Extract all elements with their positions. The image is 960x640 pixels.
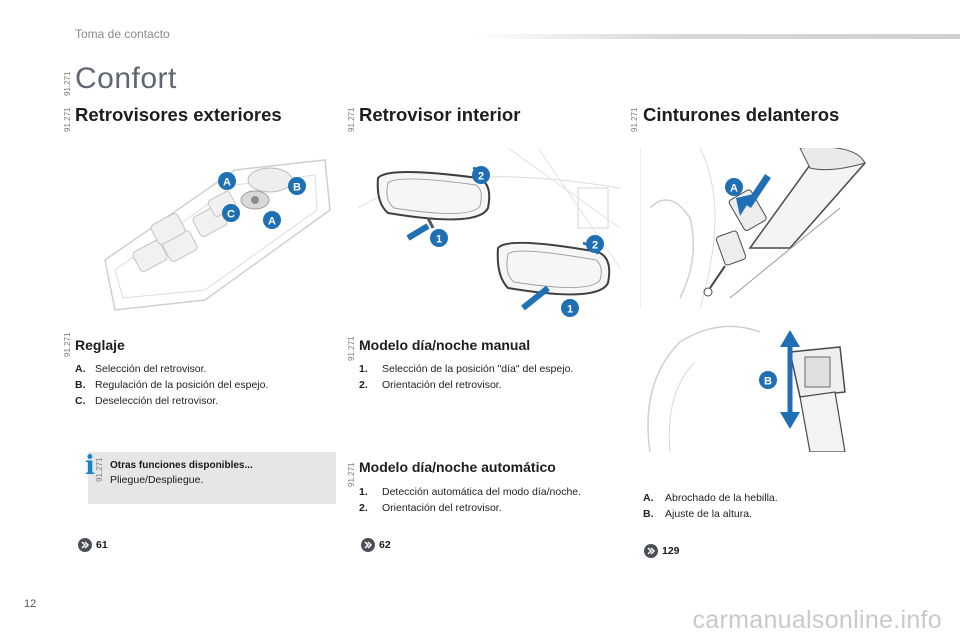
page-ref-62[interactable]: 62 <box>361 538 391 552</box>
list-item: C. Deselección del retrovisor. <box>75 393 335 409</box>
page-link-icon <box>78 538 92 552</box>
item-text: Abrochado de la hebilla. <box>665 492 778 504</box>
watermark: carmanualsonline.info <box>692 606 942 634</box>
info-text: Pliegue/Despliegue. <box>110 474 204 486</box>
callout-c-label: C <box>227 209 235 221</box>
retrovisores-callouts: A B C A <box>218 172 306 229</box>
callout-a-label: A <box>223 177 231 189</box>
item-key: A. <box>643 492 654 504</box>
list-item: A. Abrochado de la hebilla. <box>643 490 903 506</box>
callout-a: A <box>218 172 236 190</box>
manual-list: 1. Selección de la posición "día" del esp… <box>359 361 624 393</box>
item-text: Selección del retrovisor. <box>95 363 207 375</box>
callout-a-lower: A <box>263 211 281 229</box>
callout-2-label: 2 <box>478 171 484 183</box>
list-item: B. Regulación de la posición del espejo. <box>75 377 335 393</box>
callout-1-label: 1 <box>436 234 442 246</box>
retrovisores-title: Retrovisores exteriores <box>75 104 282 125</box>
callout-1: 1 <box>430 229 448 247</box>
doc-code: 91.271 <box>63 107 72 132</box>
callout-b-label: B <box>764 376 772 388</box>
callout-b: B <box>759 371 777 389</box>
callout-2-lower-label: 2 <box>592 240 598 252</box>
page-number: 12 <box>24 598 37 610</box>
reglaje-list: A. Selección del retrovisor. B. Regulación… <box>75 361 335 409</box>
info-box <box>88 452 336 504</box>
page-link-icon <box>361 538 375 552</box>
auto-list: 1. Detección automática del modo día/noch… <box>359 484 624 516</box>
callout-b-label: B <box>293 182 301 194</box>
page-ref-61[interactable]: 61 <box>78 538 108 552</box>
list-item: A. Selección del retrovisor. <box>75 361 335 377</box>
page-ref-label: 129 <box>662 545 680 557</box>
item-key: 2. <box>359 379 368 391</box>
doc-code: 91.271 <box>347 336 356 361</box>
cinturones-callouts: A B <box>725 178 777 389</box>
item-text: Ajuste de la altura. <box>665 508 752 520</box>
item-text: Detección automática del modo día/noche. <box>382 486 582 498</box>
seatbelt-buckle-illustration <box>640 148 867 308</box>
item-key: C. <box>75 395 86 407</box>
item-key: 1. <box>359 486 368 498</box>
callout-2-lower: 2 <box>586 235 604 253</box>
list-item: 1. Detección automática del modo día/noch… <box>359 484 624 500</box>
doc-code: 91.271 <box>630 107 639 132</box>
interior-mirror-illustration <box>358 148 620 311</box>
page-link-icon <box>644 544 658 558</box>
item-text: Regulación de la posición del espejo. <box>95 379 269 391</box>
item-key: B. <box>75 379 86 391</box>
interior-callouts: 2 1 2 1 <box>430 166 604 317</box>
item-text: Deselección del retrovisor. <box>95 395 219 407</box>
info-title: Otras funciones disponibles... <box>110 460 253 471</box>
list-item: 1. Selección de la posición "día" del esp… <box>359 361 624 377</box>
item-key: 2. <box>359 502 368 514</box>
auto-title: Modelo día/noche automático <box>359 459 556 475</box>
list-item: B. Ajuste de la altura. <box>643 506 903 522</box>
callout-a-label: A <box>730 183 738 195</box>
doc-code: 91.271 <box>63 71 72 96</box>
doc-code: 91.271 <box>347 107 356 132</box>
item-key: 1. <box>359 363 368 375</box>
item-key: B. <box>643 508 654 520</box>
doc-code: 91.271 <box>347 462 356 487</box>
item-text: Orientación del retrovisor. <box>382 379 502 391</box>
page-ref-129[interactable]: 129 <box>644 544 680 558</box>
reglaje-title: Reglaje <box>75 337 125 353</box>
seatbelt-height-illustration <box>647 325 846 452</box>
callout-c: C <box>222 204 240 222</box>
item-key: A. <box>75 363 86 375</box>
page-ref-label: 62 <box>379 539 391 551</box>
window-switch-illustration <box>104 159 331 311</box>
list-item: 2. Orientación del retrovisor. <box>359 377 624 393</box>
callout-b: B <box>288 177 306 195</box>
manual-title: Modelo día/noche manual <box>359 337 531 353</box>
header-rule <box>470 34 960 39</box>
interior-title: Retrovisor interior <box>359 104 521 125</box>
info-icon: i <box>85 451 95 481</box>
cinturones-list: A. Abrochado de la hebilla. B. Ajuste de l… <box>643 490 903 522</box>
page-title: Confort <box>75 62 177 95</box>
cinturones-title: Cinturones delanteros <box>643 104 840 125</box>
callout-a-lower-label: A <box>268 216 276 228</box>
callout-2: 2 <box>472 166 490 184</box>
doc-code: 91.271 <box>95 457 104 482</box>
item-text: Selección de la posición "día" del espej… <box>382 363 574 375</box>
callout-a: A <box>725 178 743 196</box>
callout-1-lower: 1 <box>561 299 579 317</box>
list-item: 2. Orientación del retrovisor. <box>359 500 624 516</box>
item-text: Orientación del retrovisor. <box>382 502 502 514</box>
callout-1-lower-label: 1 <box>567 304 573 316</box>
section-label: Toma de contacto <box>75 27 170 41</box>
doc-code: 91.271 <box>63 332 72 357</box>
page-ref-label: 61 <box>96 539 108 551</box>
